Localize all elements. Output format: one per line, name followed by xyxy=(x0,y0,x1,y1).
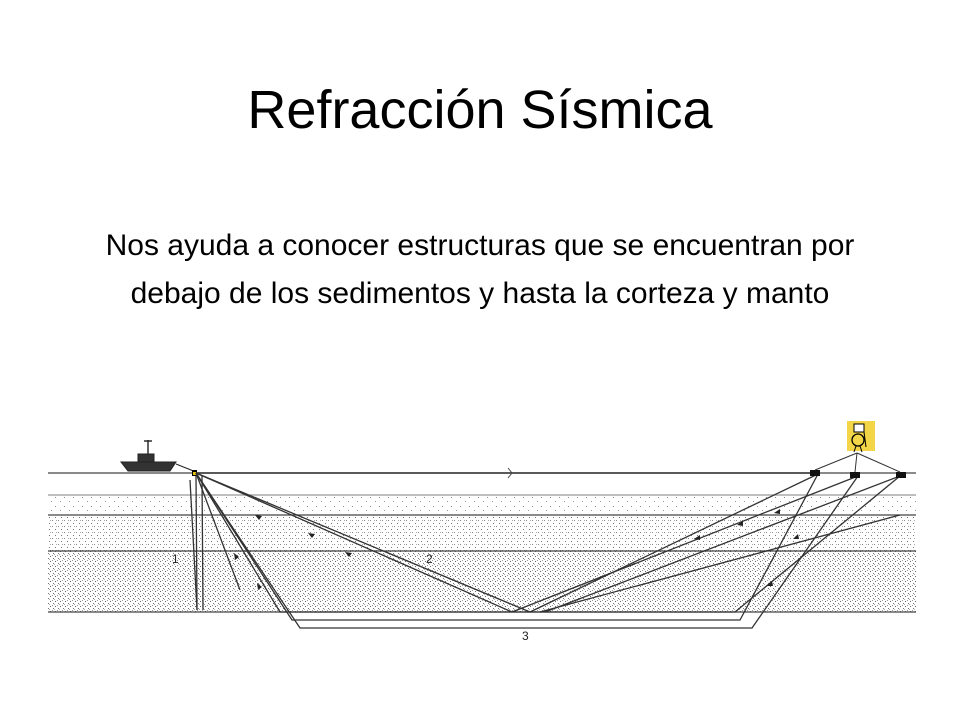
receiver-3 xyxy=(896,472,906,478)
ray-arrows xyxy=(234,509,799,590)
observer-icon xyxy=(847,421,875,453)
source-highlight xyxy=(193,472,196,475)
water-layer xyxy=(48,473,916,495)
slide-body-text: Nos ayuda a conocer estructuras que se e… xyxy=(105,229,855,310)
ray-path-2 xyxy=(195,472,901,613)
ray-path-1 xyxy=(189,475,204,611)
receivers xyxy=(810,470,906,478)
receiver-1 xyxy=(810,470,820,476)
path-label-2: 2 xyxy=(426,552,433,566)
seismic-refraction-diagram: 1 2 3 xyxy=(0,415,960,650)
path-label-3: 3 xyxy=(522,629,529,643)
receiver-2 xyxy=(850,472,860,478)
ship-icon xyxy=(119,440,197,473)
ray-path-3 xyxy=(195,472,901,629)
slide-title: Refracción Sísmica xyxy=(247,80,713,140)
path-label-1: 1 xyxy=(172,552,179,566)
sediment-layer-1 xyxy=(48,495,916,515)
